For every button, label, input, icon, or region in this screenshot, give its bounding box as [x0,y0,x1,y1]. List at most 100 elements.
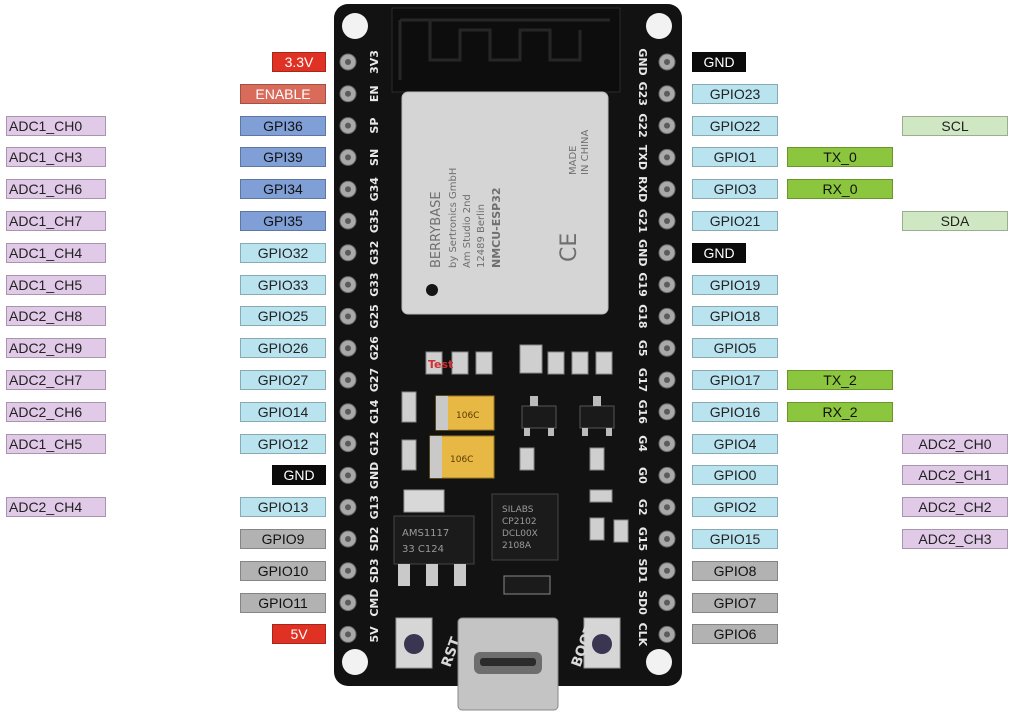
header-pin-hole [664,631,670,638]
pin-silkscreen-label: G34 [368,177,381,202]
reset-button[interactable] [395,617,433,669]
header-pin-hole [664,536,670,542]
pin-silkscreen-label: G27 [368,368,381,392]
header-pin-hole [345,567,351,574]
pin-silkscreen-label: G26 [368,336,381,361]
header-pin-hole [345,90,351,97]
adc-label: ADC2_CH8 [6,306,106,327]
header-pin-hole [345,408,351,415]
pin-label-gpio-gray: GPIO9 [240,529,326,549]
pin-label-gpio: GPIO0 [692,465,778,486]
header-pin-hole [345,59,351,65]
header-pin-hole [345,504,351,511]
pin-label-gnd: GND [692,242,746,263]
mounting-hole [646,649,672,675]
pin-silkscreen-label: G13 [368,495,381,519]
pin-silkscreen-label: G2 [636,499,649,516]
adc-label: ADC2_CH9 [6,338,106,359]
header-pin-hole [345,154,351,161]
header-pin-hole [664,472,670,479]
pin-silkscreen-label: SD1 [636,558,649,583]
pin-label-gpio: GPIO2 [692,497,778,518]
pin-label-gpio: GPIO23 [692,83,778,104]
pin-label-gpio: GPIO18 [692,306,778,327]
pin-silkscreen-label: G32 [368,241,381,265]
ce-mark: CE [557,233,582,262]
pin-silkscreen-label: SN [368,149,381,166]
pin-silkscreen-label: GND [636,48,649,75]
header-pin-hole [345,536,351,542]
module-text-line: 12489 Berlin [476,204,487,268]
adc-label: ADC1_CH6 [6,179,106,200]
pin-label-gpio: GPIO1 [692,147,778,168]
header-pin-hole [664,345,670,352]
pin-label-gpio: GPIO12 [240,433,326,454]
header-pin-hole [664,249,670,256]
pin-silkscreen-label: CMD [368,589,381,617]
module-side-line: MADE [568,146,579,176]
pin-label-gpio-gray: GPIO10 [240,560,326,581]
pin-silkscreen-label: G25 [368,304,381,328]
capacitor-terminal [430,436,442,478]
header-pin-hole [345,631,351,638]
pin-silkscreen-label: SP [368,118,381,134]
header-pin-hole [664,122,670,129]
header-pin-hole [345,440,351,447]
header-pin-hole [664,377,670,383]
pin-silkscreen-label: 3V3 [368,50,381,74]
adc-label: ADC1_CH3 [6,147,106,168]
mounting-hole [342,649,368,675]
module-side-line: IN CHINA [580,129,591,175]
esp32-module-shield [401,91,609,315]
pin-silkscreen-label: G4 [636,435,649,452]
header-pin-hole [345,377,351,383]
pin-label-gpio: GPIO22 [692,115,778,136]
header-pin-hole [345,599,351,606]
pin-label-gpio: GPIO21 [692,211,778,231]
pin-silkscreen-label: EN [368,85,381,102]
header-pin-hole [345,281,351,288]
smd-resistor-row [425,344,613,375]
i2c-label: SDA [902,211,1008,231]
header-pin-hole [664,567,670,574]
pin-silkscreen-label: TXD [636,145,649,170]
adc-label: ADC2_CH4 [6,497,106,518]
smd-diode [503,575,551,595]
test-label: Test [428,358,453,371]
pin-label-gpio: GPIO33 [240,274,326,295]
pin-silkscreen-label: CLK [636,623,649,647]
regulator-text-line: 33 C124 [402,544,444,555]
uart-label: TX_0 [787,147,893,168]
pin-silkscreen-label: G16 [636,400,649,425]
boot-button[interactable] [583,617,621,669]
regulator-leg [454,564,466,586]
header-pin-hole [664,218,670,224]
header-pin-hole [345,313,351,320]
adc-label: ADC2_CH2 [902,497,1008,518]
smd-diode [401,439,417,471]
pin-label-gpio: GPIO5 [692,338,778,359]
pin-label-en: ENABLE [240,83,326,104]
pin-label-gpio: GPIO26 [240,338,326,359]
chip-text-line: CP2102 [502,517,537,527]
adc-label: ADC2_CH6 [6,401,106,422]
voltage-regulator [393,515,475,565]
adc-label: ADC1_CH5 [6,433,106,454]
pin-label-gnd: GND [692,52,746,72]
header-pin-hole [345,122,351,129]
transistor [579,396,615,436]
right-pin-silkscreen: GNDG23G22TXDRXDG21GNDG19G18G5G17G16G4G0G… [636,48,649,646]
module-text-block: BERRYBASE by Sertronics GmbH Am Studio 2… [429,168,503,268]
adc-label: ADC2_CH7 [6,370,106,390]
header-pin-hole [664,504,670,511]
pin-label-gnd: GND [272,465,326,486]
header-pin-hole [345,249,351,256]
module-text-line: BERRYBASE [429,191,444,268]
micro-usb-port[interactable] [457,617,559,711]
pin-label-gpio: GPIO16 [692,401,778,422]
uart-label: RX_2 [787,401,893,422]
mounting-hole [646,13,672,39]
pin-label-gpio: GPIO32 [240,242,326,263]
regulator-leg [426,564,438,586]
